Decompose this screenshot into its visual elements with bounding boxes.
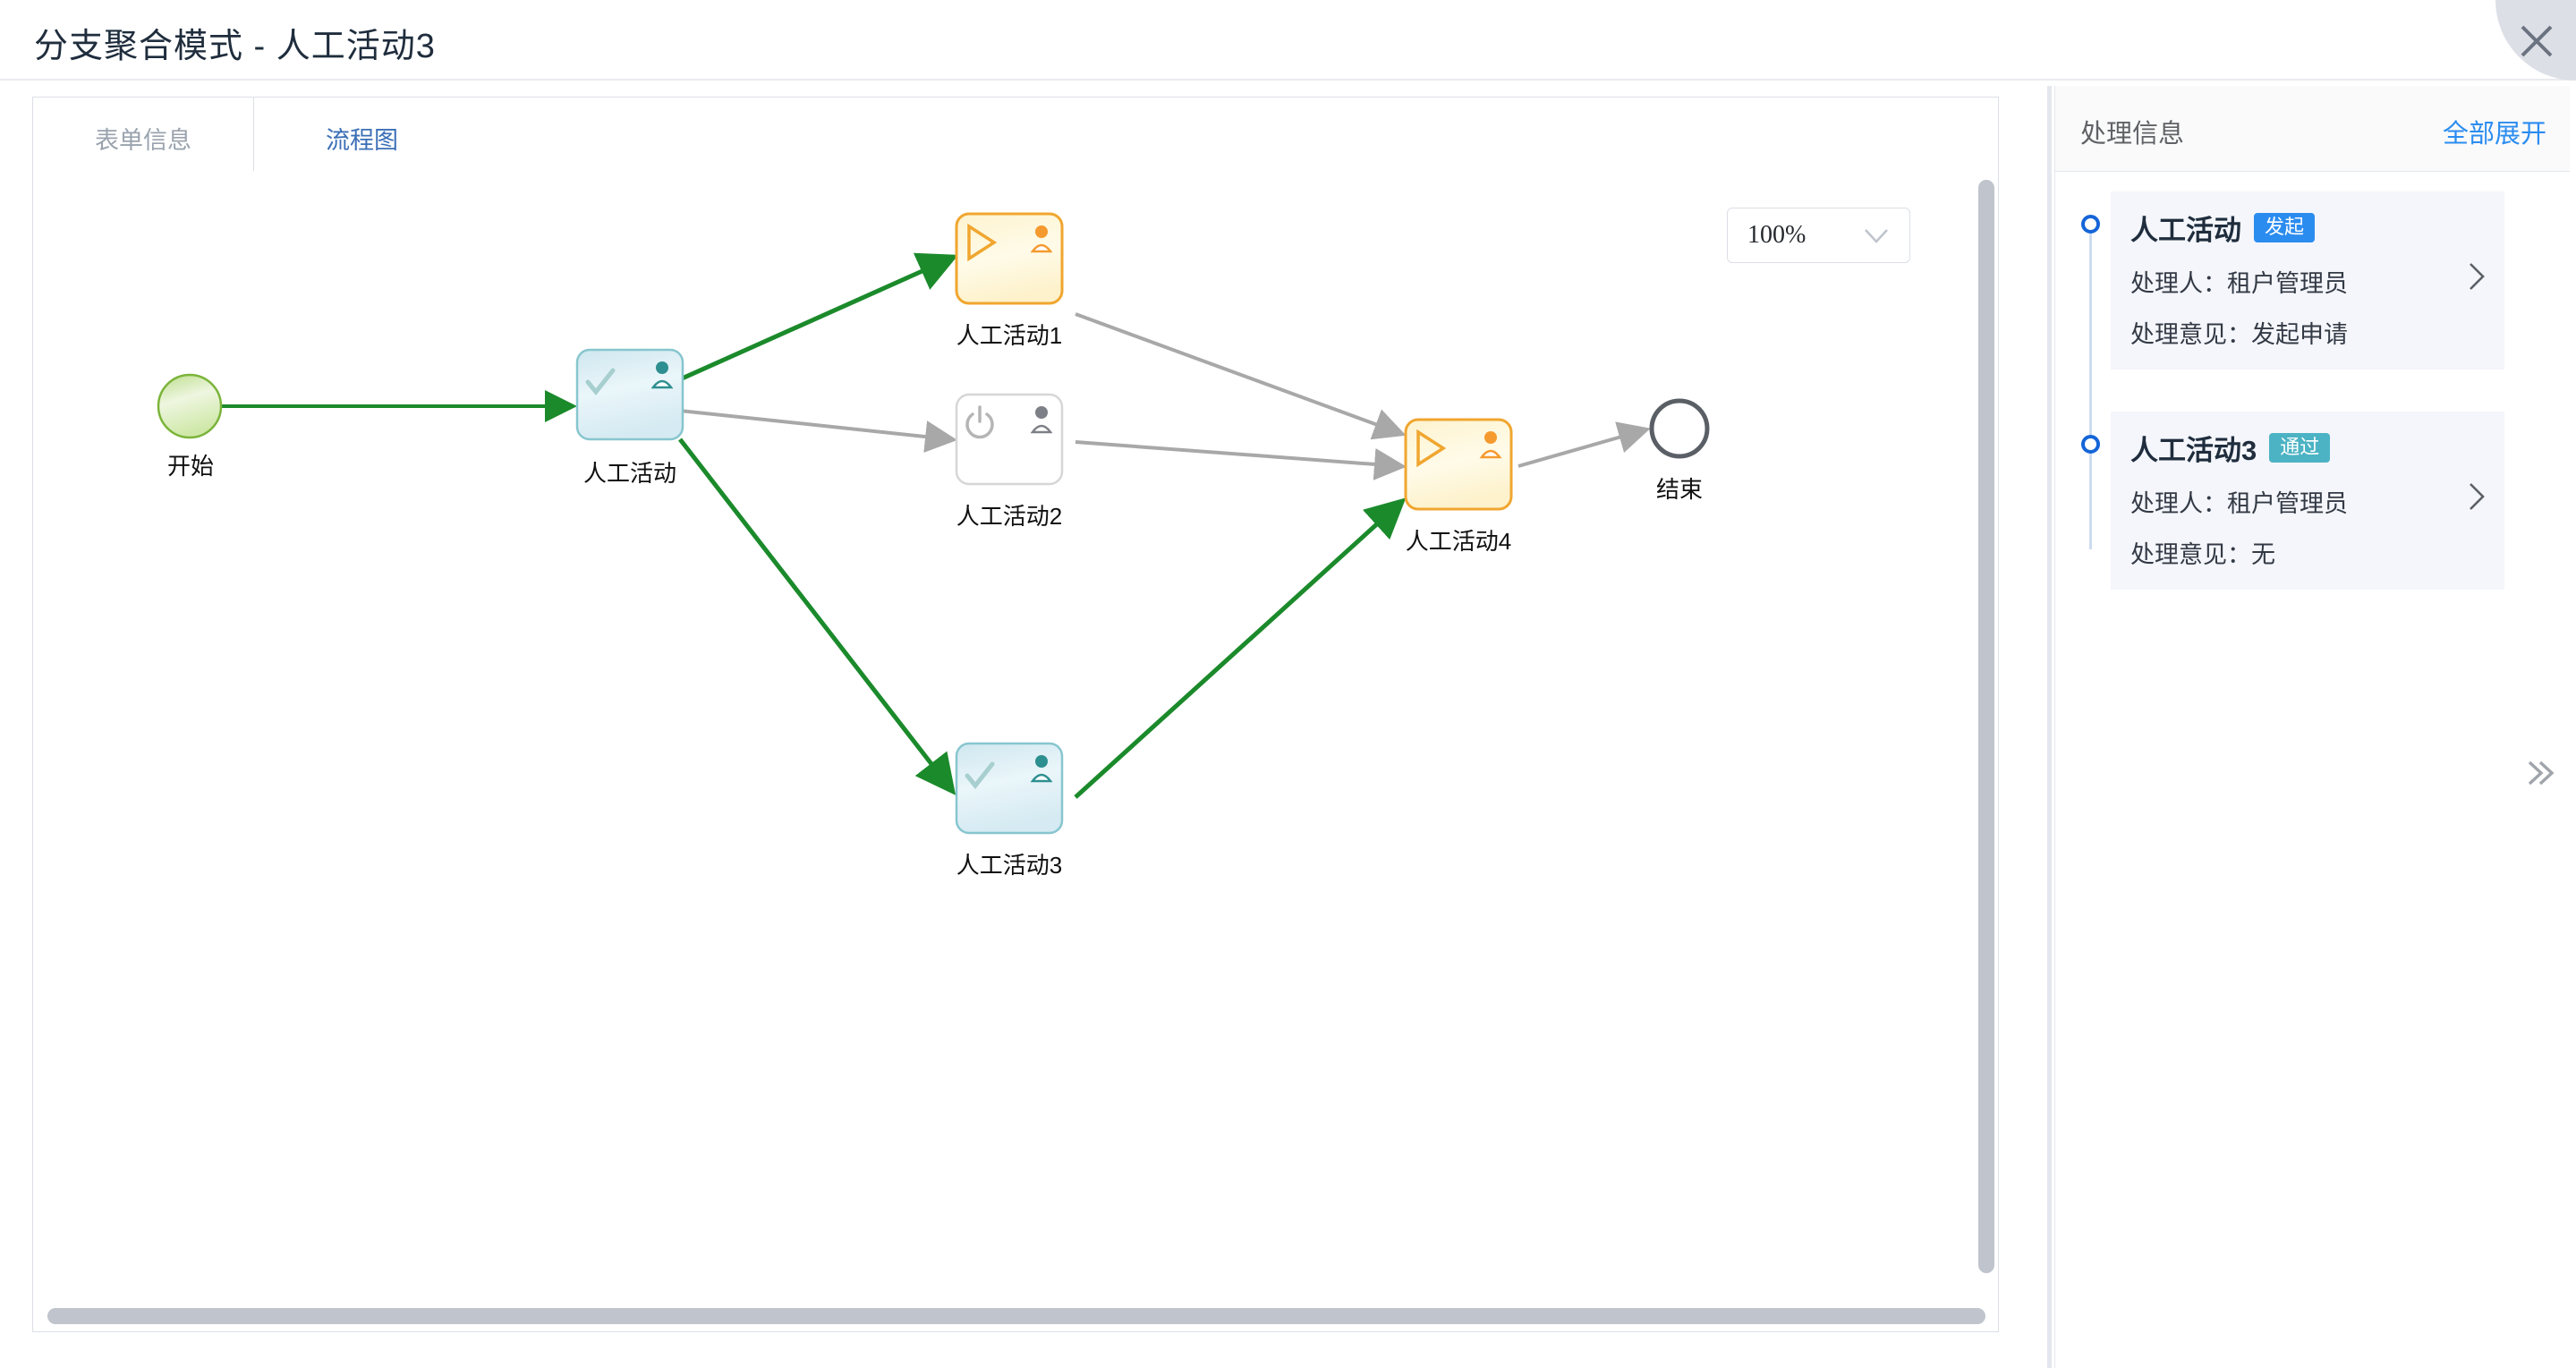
panel-title: 处理信息 bbox=[2080, 120, 2185, 149]
tab-bar: 表单信息 流程图 bbox=[32, 97, 1999, 179]
node-task0[interactable] bbox=[575, 348, 684, 441]
person-icon bbox=[1030, 225, 1053, 253]
edge-task0-to-task3 bbox=[678, 438, 956, 795]
window-titlebar: 分支聚合模式 - 人工活动3 bbox=[0, 0, 2576, 81]
edge-task0-to-task1 bbox=[678, 252, 959, 382]
power-icon bbox=[965, 405, 994, 439]
tab-label: 表单信息 bbox=[95, 126, 191, 154]
opinion-value: 发起申请 bbox=[2251, 321, 2348, 348]
tab-form-info[interactable]: 表单信息 bbox=[32, 97, 254, 179]
process-opinion-row: 处理意见：无 bbox=[2130, 535, 2485, 570]
person-icon bbox=[650, 361, 674, 389]
process-handler-row: 处理人：租户管理员 bbox=[2130, 484, 2485, 519]
person-icon bbox=[1030, 406, 1053, 434]
person-icon bbox=[1030, 755, 1053, 783]
handler-label: 处理人： bbox=[2130, 270, 2227, 297]
flow-diagram bbox=[157, 212, 1710, 835]
edge-task3-to-task4 bbox=[1074, 497, 1407, 799]
process-card[interactable]: 人工活动3 通过 处理人：租户管理员 处理意见：无 bbox=[2111, 412, 2504, 590]
opinion-value: 无 bbox=[2251, 541, 2275, 568]
process-opinion-row: 处理意见：发起申请 bbox=[2130, 315, 2485, 350]
person-icon bbox=[1479, 431, 1502, 459]
flow-chart-inner: 开始 人工活动 人工活动1 人工活动2 人工活动3 人工活动4 结束 100% bbox=[33, 171, 1998, 1331]
node-label-task3: 人工活动3 bbox=[956, 852, 1063, 879]
process-card[interactable]: 人工活动 发起 处理人：租户管理员 处理意见：发起申请 bbox=[2111, 191, 2504, 370]
canvas-vertical-scrollbar[interactable] bbox=[1978, 180, 1994, 1273]
double-chevron-right-icon bbox=[2528, 760, 2555, 786]
edge-task1-to-task4 bbox=[1075, 312, 1407, 440]
node-task1[interactable] bbox=[955, 212, 1064, 305]
status-badge: 通过 bbox=[2269, 432, 2331, 463]
timeline-dot bbox=[2081, 215, 2100, 234]
opinion-label: 处理意见： bbox=[2130, 541, 2251, 568]
handler-label: 处理人： bbox=[2130, 490, 2227, 517]
node-start[interactable] bbox=[157, 373, 223, 439]
process-node-name: 人工活动3 bbox=[2130, 435, 2257, 466]
panel-divider bbox=[2047, 86, 2052, 1368]
play-icon bbox=[1416, 429, 1447, 468]
check-icon bbox=[585, 368, 616, 395]
tab-flow-chart[interactable]: 流程图 bbox=[253, 97, 471, 179]
handler-value: 租户管理员 bbox=[2227, 270, 2348, 297]
handler-value: 租户管理员 bbox=[2227, 490, 2348, 517]
opinion-label: 处理意见： bbox=[2130, 321, 2251, 348]
edge-task4-to-end bbox=[1518, 421, 1651, 468]
timeline-dot bbox=[2081, 435, 2100, 454]
node-label-task1: 人工活动1 bbox=[956, 322, 1063, 349]
tab-label: 流程图 bbox=[326, 126, 398, 154]
node-label-task2: 人工活动2 bbox=[956, 503, 1063, 530]
expand-all-link[interactable]: 全部展开 bbox=[2442, 120, 2546, 149]
check-icon bbox=[965, 761, 995, 789]
panel-collapse-handle[interactable] bbox=[2519, 752, 2560, 794]
node-task4[interactable] bbox=[1404, 418, 1513, 511]
chevron-down-icon bbox=[1865, 229, 1888, 243]
edge-task0-to-task2 bbox=[679, 409, 957, 453]
zoom-level-value: 100% bbox=[1747, 221, 1807, 249]
status-badge: 发起 bbox=[2254, 212, 2316, 243]
zoom-level-select[interactable]: 100% bbox=[1727, 208, 1910, 263]
node-label-task0: 人工活动 bbox=[582, 460, 676, 487]
canvas-horizontal-scrollbar[interactable] bbox=[47, 1308, 1985, 1324]
process-handler-row: 处理人：租户管理员 bbox=[2130, 264, 2485, 299]
play-icon bbox=[967, 223, 998, 262]
chevron-right-icon[interactable] bbox=[2467, 481, 2487, 512]
panel-header: 处理信息 全部展开 bbox=[2055, 86, 2570, 172]
close-icon bbox=[2521, 25, 2553, 57]
process-node-name: 人工活动 bbox=[2130, 215, 2241, 246]
process-card-title: 人工活动3 通过 bbox=[2130, 428, 2485, 468]
node-task3[interactable] bbox=[955, 742, 1064, 835]
node-end[interactable] bbox=[1649, 398, 1710, 459]
edge-task2-to-task4 bbox=[1075, 440, 1407, 480]
close-button[interactable] bbox=[2495, 0, 2576, 81]
process-info-panel: 处理信息 全部展开 人工活动 发起 处理人：租户管理员 处理意见：发起申请 bbox=[2054, 86, 2570, 1368]
flow-chart-canvas[interactable]: 开始 人工活动 人工活动1 人工活动2 人工活动3 人工活动4 结束 100% bbox=[32, 171, 1999, 1332]
timeline-connector-line bbox=[2089, 224, 2092, 549]
page-title: 分支聚合模式 - 人工活动3 bbox=[34, 28, 436, 65]
chevron-right-icon[interactable] bbox=[2467, 261, 2487, 292]
node-label-start: 开始 bbox=[166, 453, 214, 480]
node-label-task4: 人工活动4 bbox=[1405, 528, 1512, 555]
tab-filler bbox=[470, 97, 1999, 179]
node-label-end: 结束 bbox=[1655, 476, 1703, 503]
node-task2[interactable] bbox=[955, 393, 1064, 486]
process-card-title: 人工活动 发起 bbox=[2130, 208, 2485, 248]
